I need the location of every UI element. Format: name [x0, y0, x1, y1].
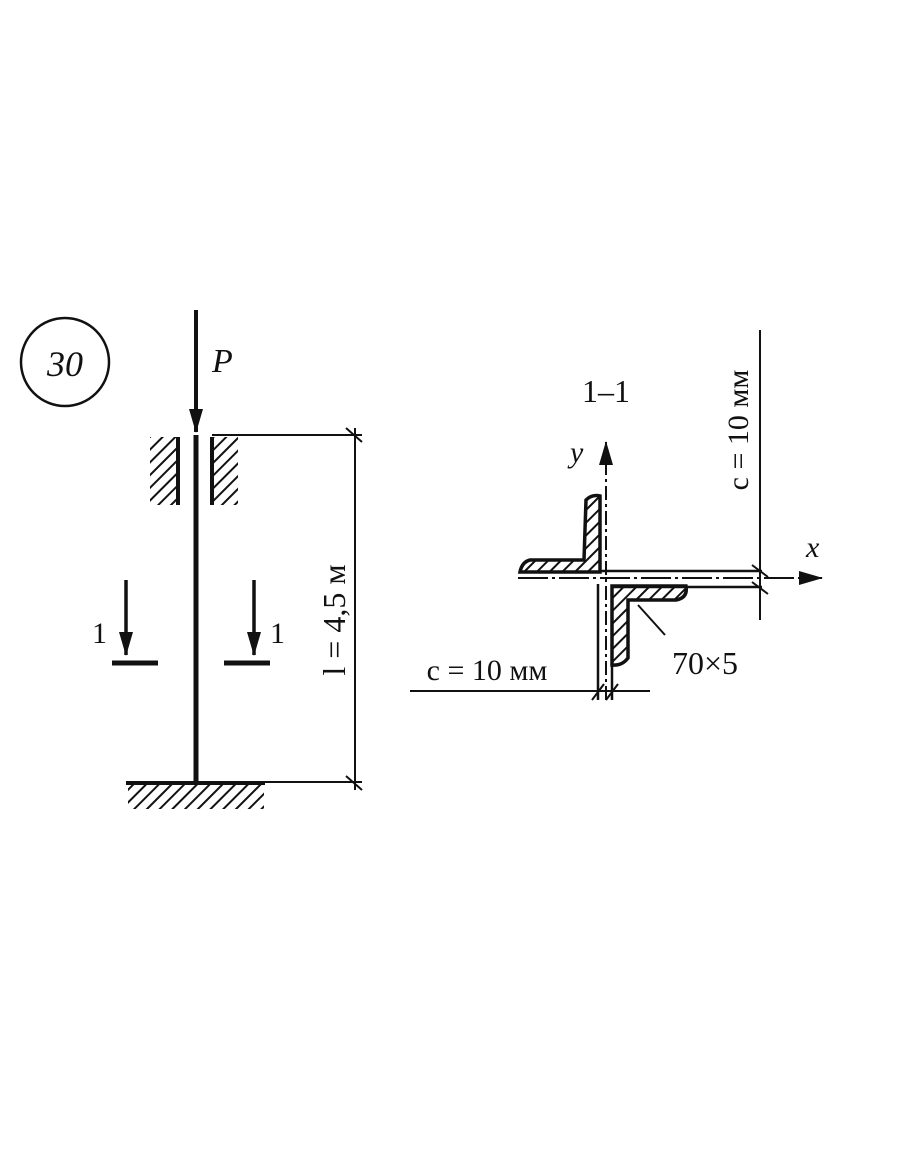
c-dimension-vertical	[751, 330, 769, 620]
section-title: 1–1	[582, 373, 630, 409]
angle-profile-label: 70×5	[672, 645, 738, 681]
c-dimension-horizontal	[410, 683, 650, 701]
problem-number: 30	[46, 344, 83, 384]
section-mark-right: 1	[224, 580, 285, 666]
x-axis-label: x	[805, 531, 820, 564]
c-vertical-label: c = 10 мм	[722, 370, 755, 491]
length-label: l = 4,5 м	[316, 564, 352, 675]
problem-number-badge: 30	[19, 316, 111, 408]
svg-text:1: 1	[92, 617, 107, 650]
cross-section: 1–1 y x c = 10 мм c = 10 мм	[410, 330, 823, 701]
column: P l = 4,5 м 1 1	[92, 310, 363, 809]
fixed-support	[126, 781, 265, 809]
svg-text:1: 1	[270, 617, 285, 650]
guide-support-right	[212, 437, 238, 505]
y-axis-label: y	[567, 436, 584, 469]
angle-lower-right	[610, 584, 689, 667]
guide-support-left	[150, 437, 176, 505]
load-label: P	[211, 343, 233, 380]
length-dimension	[198, 427, 363, 791]
section-mark-left: 1	[92, 580, 158, 666]
c-horizontal-label: c = 10 мм	[427, 654, 548, 687]
profile-leader	[637, 604, 666, 636]
angle-upper-left	[517, 493, 602, 574]
